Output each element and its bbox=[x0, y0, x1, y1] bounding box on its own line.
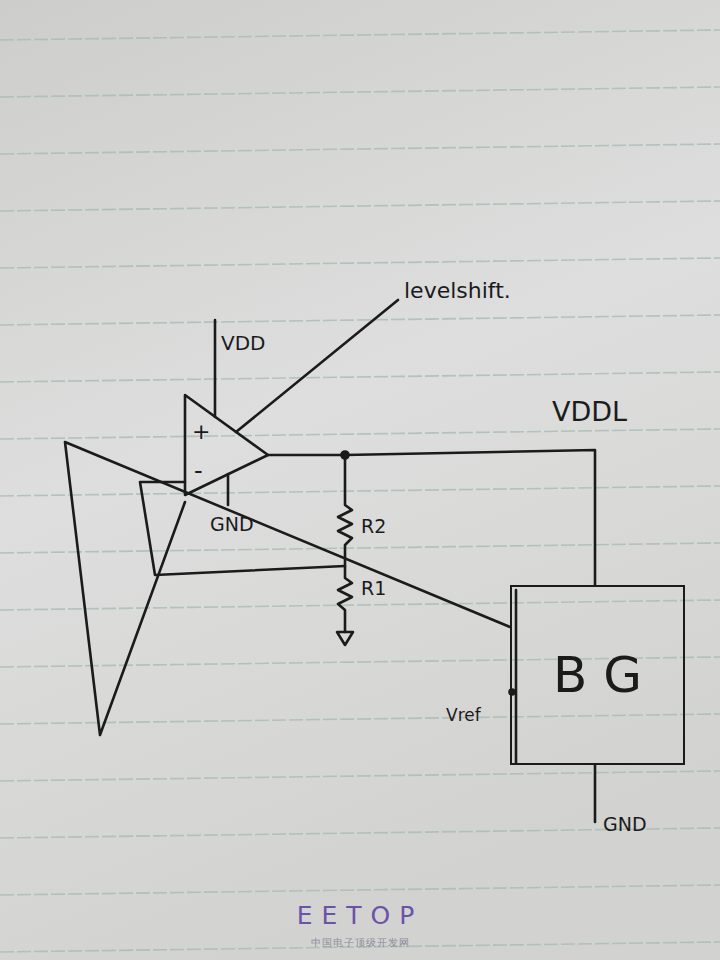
net-name: VDDL bbox=[552, 396, 627, 427]
wire bbox=[65, 442, 510, 735]
ruled-line bbox=[0, 258, 720, 268]
ruled-line bbox=[0, 429, 720, 439]
input-sign: + bbox=[192, 421, 210, 443]
watermark: EETOP bbox=[297, 902, 424, 931]
ground-wire bbox=[227, 474, 230, 505]
ruled-line bbox=[0, 372, 720, 382]
ground-name: GND bbox=[603, 814, 647, 836]
resistor-name: R1 bbox=[361, 578, 386, 600]
leader-line bbox=[236, 300, 398, 432]
ground-wire bbox=[594, 765, 597, 822]
callout-label: levelshift. bbox=[404, 278, 511, 303]
supply-wire bbox=[214, 320, 217, 417]
box-edge bbox=[515, 590, 518, 763]
resistor-name: R2 bbox=[361, 516, 386, 538]
feedback-wire bbox=[140, 482, 345, 575]
supply-name: VDD bbox=[221, 332, 265, 355]
ruled-line bbox=[0, 600, 720, 610]
pin-name: Vref bbox=[446, 706, 481, 726]
ground-name: GND bbox=[210, 514, 254, 536]
resistor-symbol bbox=[338, 455, 352, 632]
wire bbox=[268, 450, 595, 585]
ruled-lines bbox=[0, 30, 720, 960]
watermark: 中国电子顶级开发网 bbox=[311, 937, 410, 949]
ground-symbol bbox=[337, 632, 353, 645]
block-name: B G bbox=[553, 648, 642, 703]
ruled-line bbox=[0, 144, 720, 154]
opamp-outline bbox=[185, 395, 268, 495]
ruled-line bbox=[0, 885, 720, 895]
input-sign: - bbox=[194, 459, 203, 483]
opamp-triangle: +- bbox=[185, 395, 270, 495]
ruled-line bbox=[0, 87, 720, 97]
ruled-line bbox=[0, 315, 720, 325]
ruled-line bbox=[0, 771, 720, 781]
ruled-line bbox=[0, 486, 720, 496]
circuit-drawing bbox=[140, 300, 595, 822]
ruled-line bbox=[0, 543, 720, 553]
ruled-line bbox=[0, 30, 720, 40]
ruled-line bbox=[0, 201, 720, 211]
bandgap-box: B G bbox=[510, 585, 685, 765]
